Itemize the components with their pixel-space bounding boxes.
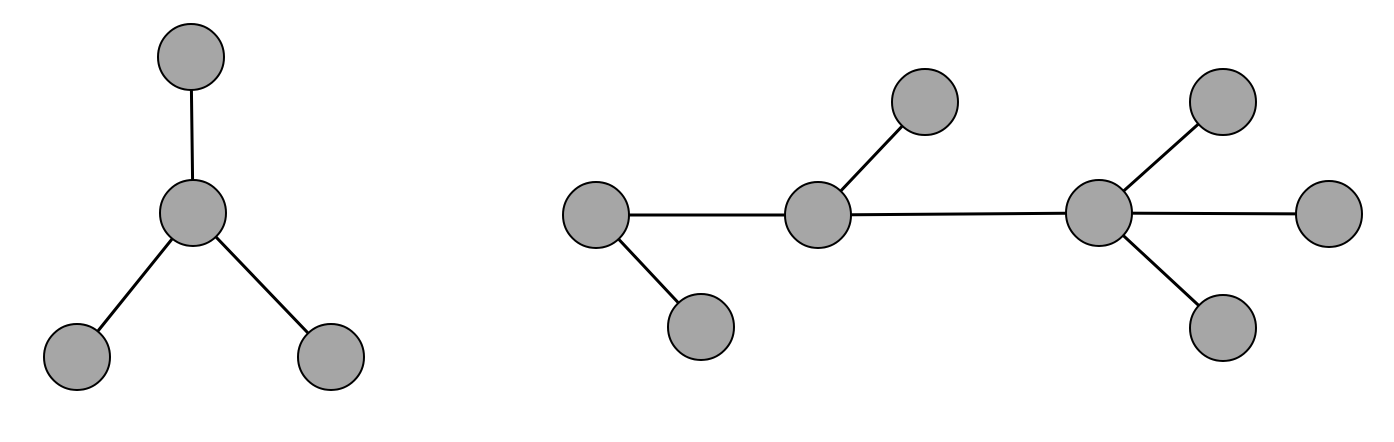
tree-graph-node-left <box>562 181 630 249</box>
tree-graph-node-hub <box>1065 179 1133 247</box>
star-graph-node-center <box>159 179 227 247</box>
nodes-layer <box>43 23 1363 391</box>
tree-graph-edge-middle-hub <box>816 211 1101 217</box>
star-graph-node-bottom-left <box>43 323 111 391</box>
tree-graph-node-middle-leaf <box>891 68 959 136</box>
tree-graph-edge-hub-hub-right-leaf <box>1097 211 1331 216</box>
star-graph-node-bottom-right <box>297 323 365 391</box>
star-graph-node-top <box>157 23 225 91</box>
tree-graph-node-middle <box>784 181 852 249</box>
tree-graph-node-hub-right-leaf <box>1295 180 1363 248</box>
tree-graph-node-hub-top-leaf <box>1189 68 1257 136</box>
tree-graph-node-hub-bottom-leaf <box>1189 294 1257 362</box>
tree-graph-node-left-leaf <box>667 293 735 361</box>
